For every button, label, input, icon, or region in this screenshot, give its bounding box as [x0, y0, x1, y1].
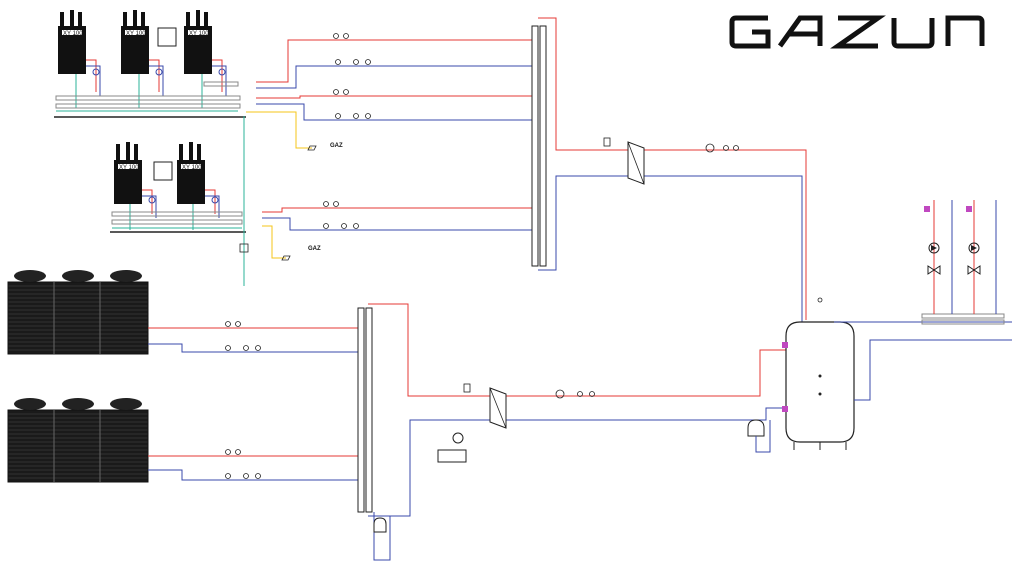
boiler-unit: [184, 10, 212, 74]
manifold-upper: [531, 25, 547, 267]
pump-icon: [211, 196, 219, 204]
pump-icon: [218, 68, 226, 76]
sensor-icon: [782, 406, 788, 412]
instrument-icons: [225, 33, 823, 479]
boiler-unit: [177, 142, 205, 204]
lower-circuit: [368, 303, 786, 561]
gas-label: GAZ: [330, 143, 343, 149]
pump-icon: [148, 196, 156, 204]
gazuno-logo: [729, 15, 985, 49]
gas-label: GAZ: [308, 246, 321, 252]
expansion-vessel: [747, 419, 765, 437]
heat-pump-lines: [148, 327, 358, 481]
heat-pump-unit-bottom: [7, 398, 149, 483]
boiler-unit: [121, 10, 149, 74]
boiler-label: XY 100: [63, 31, 83, 37]
boiler-label: XY 100: [182, 165, 202, 171]
boiler-group-top: [54, 10, 246, 118]
header-pipe: [55, 103, 241, 109]
upper-circuit: [538, 17, 807, 324]
pump-icon: [155, 68, 163, 76]
boiler-lines: [256, 39, 532, 231]
header-pipe: [111, 219, 243, 225]
header-pipe: [55, 95, 241, 101]
gas-line-top: [246, 111, 317, 151]
feed-unit: [437, 449, 467, 463]
control-box: [153, 161, 173, 181]
control-box: [157, 27, 177, 47]
gas-line-bottom: [262, 225, 291, 261]
pump-icon: [92, 68, 100, 76]
buffer-tank: [785, 321, 855, 450]
heat-pump-unit-top: [7, 270, 149, 355]
boiler-unit: [58, 10, 86, 74]
boiler-label: XY 100: [119, 165, 139, 171]
manifold-lower: [357, 307, 373, 513]
boiler-group-bottom: [110, 142, 246, 233]
header-pipe: [111, 211, 243, 217]
boiler-label: XY 100: [126, 31, 146, 37]
sensor-icon: [782, 342, 788, 348]
heating-circuits: [921, 200, 1005, 325]
boiler-label: XY 100: [189, 31, 209, 37]
boiler-unit: [114, 142, 142, 204]
